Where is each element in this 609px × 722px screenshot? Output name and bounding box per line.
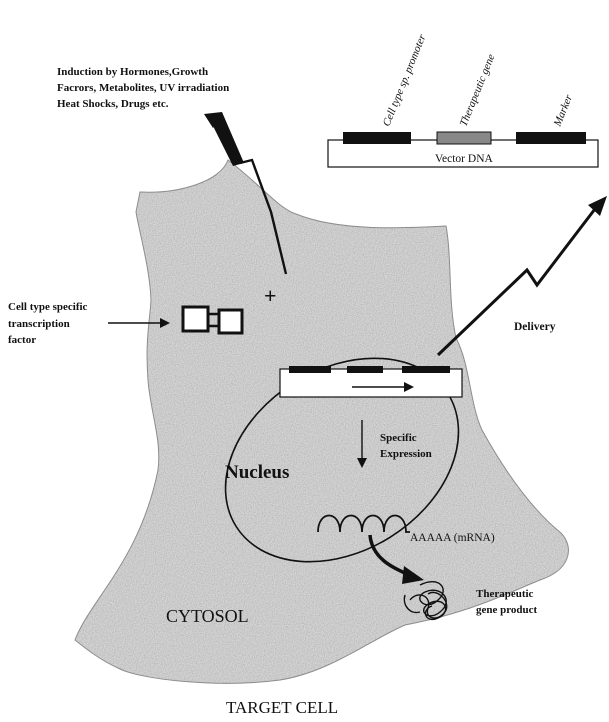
svg-text:Heat Shocks, Drugs etc.: Heat Shocks, Drugs etc. — [57, 98, 169, 110]
marker-segment — [516, 132, 586, 144]
integrated-vector — [280, 366, 462, 397]
plus-sign: + — [264, 283, 277, 308]
svg-text:Cell type specific: Cell type specific — [8, 301, 88, 313]
delivery-label: Delivery — [514, 321, 556, 333]
therapeutic-gene-segment — [437, 132, 491, 144]
therapeutic-gene-label: Therapeutic gene — [458, 52, 498, 128]
svg-text:Specific: Specific — [380, 432, 417, 444]
svg-text:gene product: gene product — [476, 604, 538, 616]
vector-dna-construct: Vector DNA Cell type sp. promoter Therap… — [328, 32, 598, 167]
svg-text:factor: factor — [8, 334, 36, 346]
promoter-label: Cell type sp. promoter — [381, 32, 429, 128]
svg-text:transcription: transcription — [8, 318, 70, 330]
vector-dna-label: Vector DNA — [435, 153, 493, 165]
cytosol-label: CYTOSOL — [166, 606, 249, 626]
transcription-factor-text: Cell type specific transcription factor — [8, 301, 88, 346]
induction-text: Induction by Hormones,Growth Facrors, Me… — [57, 66, 229, 110]
svg-text:Induction by Hormones,Growth: Induction by Hormones,Growth — [57, 66, 208, 78]
target-cell-label: TARGET CELL — [226, 698, 338, 717]
marker-label: Marker — [551, 92, 575, 129]
svg-text:Expression: Expression — [380, 448, 432, 460]
promoter-segment — [343, 132, 411, 144]
svg-text:Therapeutic: Therapeutic — [476, 588, 534, 600]
nucleus-label: Nucleus — [225, 462, 289, 483]
mrna-label: AAAAA (mRNA) — [410, 532, 495, 544]
svg-text:Facrors, Metabolites, UV irrad: Facrors, Metabolites, UV irradiation — [57, 82, 229, 94]
